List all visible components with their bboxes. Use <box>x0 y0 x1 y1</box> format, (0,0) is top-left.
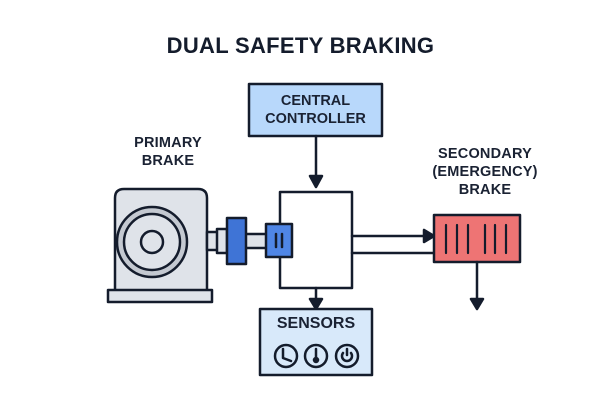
sensors-arrowhead <box>308 297 324 311</box>
sensors-label: SENSORS <box>276 315 356 332</box>
secondary-brake-pads <box>444 223 508 255</box>
thermometer-icon <box>303 343 329 369</box>
primary-brake-motor <box>106 187 214 304</box>
secondary-brake-label: SECONDARY (EMERGENCY) BRAKE <box>432 146 538 198</box>
primary-caliper <box>264 222 294 259</box>
controller-arrowhead <box>308 174 324 189</box>
diagram-title: DUAL SAFETY BRAKING <box>166 33 435 58</box>
central-controller-label: CENTRAL CONTROLLER <box>265 93 366 127</box>
primary-brake-label: PRIMARY BRAKE <box>134 135 202 169</box>
power-icon <box>334 343 360 369</box>
secondary-output-arrowhead <box>469 297 485 311</box>
clock-icon <box>273 343 299 369</box>
brake-housing-box <box>278 190 354 290</box>
coupling-block <box>225 216 248 266</box>
secondary-arrowhead <box>422 228 436 244</box>
central-controller-box <box>247 82 384 138</box>
